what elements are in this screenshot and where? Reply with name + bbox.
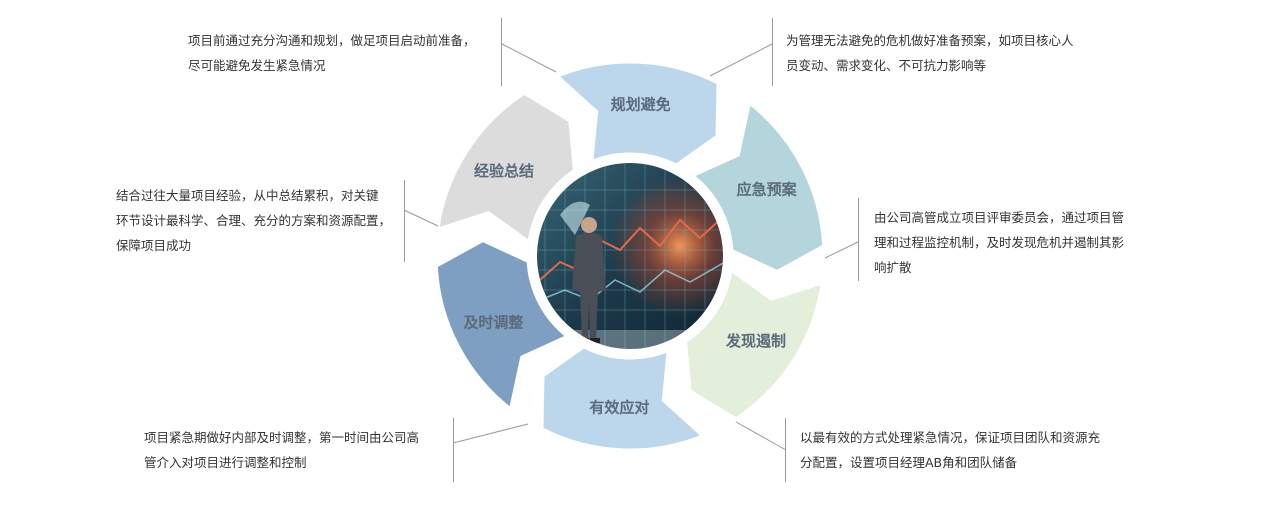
divider-timely-adjust (453, 418, 454, 482)
desc-line: 员变动、需求变化、不可抗力影响等 (786, 58, 987, 73)
segment-effective-response (540, 345, 705, 452)
divider-emergency-plan (772, 18, 773, 86)
desc-line: 环节设计最科学、合理、充分的方案和资源配置， (116, 213, 392, 228)
desc-line: 以最有效的方式处理紧急情况，保证项目团队和资源充 (800, 430, 1101, 445)
desc-line: 结合过往大量项目经验，从中总结累积，对关键 (116, 188, 379, 203)
desc-line: 项目紧急期做好内部及时调整，第一时间由公司高 (144, 430, 420, 445)
desc-plan-avoid: 项目前通过充分沟通和规划，做足项目启动前准备， 尽可能避免发生紧急情况 (188, 28, 494, 78)
desc-line: 保障项目成功 (116, 238, 192, 253)
label-plan-avoid: 规划避免 (611, 95, 671, 113)
label-experience-summary: 经验总结 (474, 162, 534, 180)
segment-detect-contain (684, 268, 824, 421)
segment-experience-summary (436, 91, 576, 244)
connector-lines (403, 43, 859, 451)
desc-timely-adjust: 项目紧急期做好内部及时调整，第一时间由公司高 管介入对项目进行调整和控制 (144, 425, 444, 475)
label-emergency-plan: 应急预案 (737, 180, 798, 198)
desc-line: 管介入对项目进行调整和控制 (144, 455, 307, 470)
desc-line: 尽可能避免发生紧急情况 (188, 58, 326, 73)
label-timely-adjust: 及时调整 (463, 314, 523, 332)
desc-line: 为管理无法避免的危机做好准备预案，如项目核心人 (786, 33, 1074, 48)
desc-effective-response: 以最有效的方式处理紧急情况，保证项目团队和资源充 分配置，设置项目经理AB角和团… (800, 425, 1140, 475)
segment-timely-adjust (434, 239, 569, 411)
desc-line: 分配置，设置项目经理AB角和团队储备 (800, 455, 1018, 470)
segment-plan-avoid (555, 60, 720, 167)
desc-line: 由公司高管成立项目评审委员会，通过项目管 (874, 210, 1125, 225)
divider-plan-avoid (501, 18, 502, 86)
center-photo (533, 159, 727, 353)
label-detect-contain: 发现遏制 (725, 332, 786, 350)
desc-line: 理和过程监控机制，及时发现危机并遏制其影 (874, 235, 1125, 250)
desc-experience-summary: 结合过往大量项目经验，从中总结累积，对关键 环节设计最科学、合理、充分的方案和资… (116, 183, 406, 258)
desc-detect-contain: 由公司高管成立项目评审委员会，通过项目管 理和过程监控机制，及时发现危机并遏制其… (874, 205, 1154, 280)
segment-emergency-plan (691, 101, 826, 273)
divider-experience-summary (404, 180, 405, 262)
desc-line: 项目前通过充分沟通和规划，做足项目启动前准备， (188, 33, 476, 48)
desc-emergency-plan: 为管理无法避免的危机做好准备预案，如项目核心人 员变动、需求变化、不可抗力影响等 (786, 28, 1106, 78)
divider-effective-response (785, 418, 786, 482)
label-effective-response: 有效应对 (589, 399, 649, 417)
desc-line: 响扩散 (874, 260, 912, 275)
divider-detect-contain (858, 198, 859, 281)
